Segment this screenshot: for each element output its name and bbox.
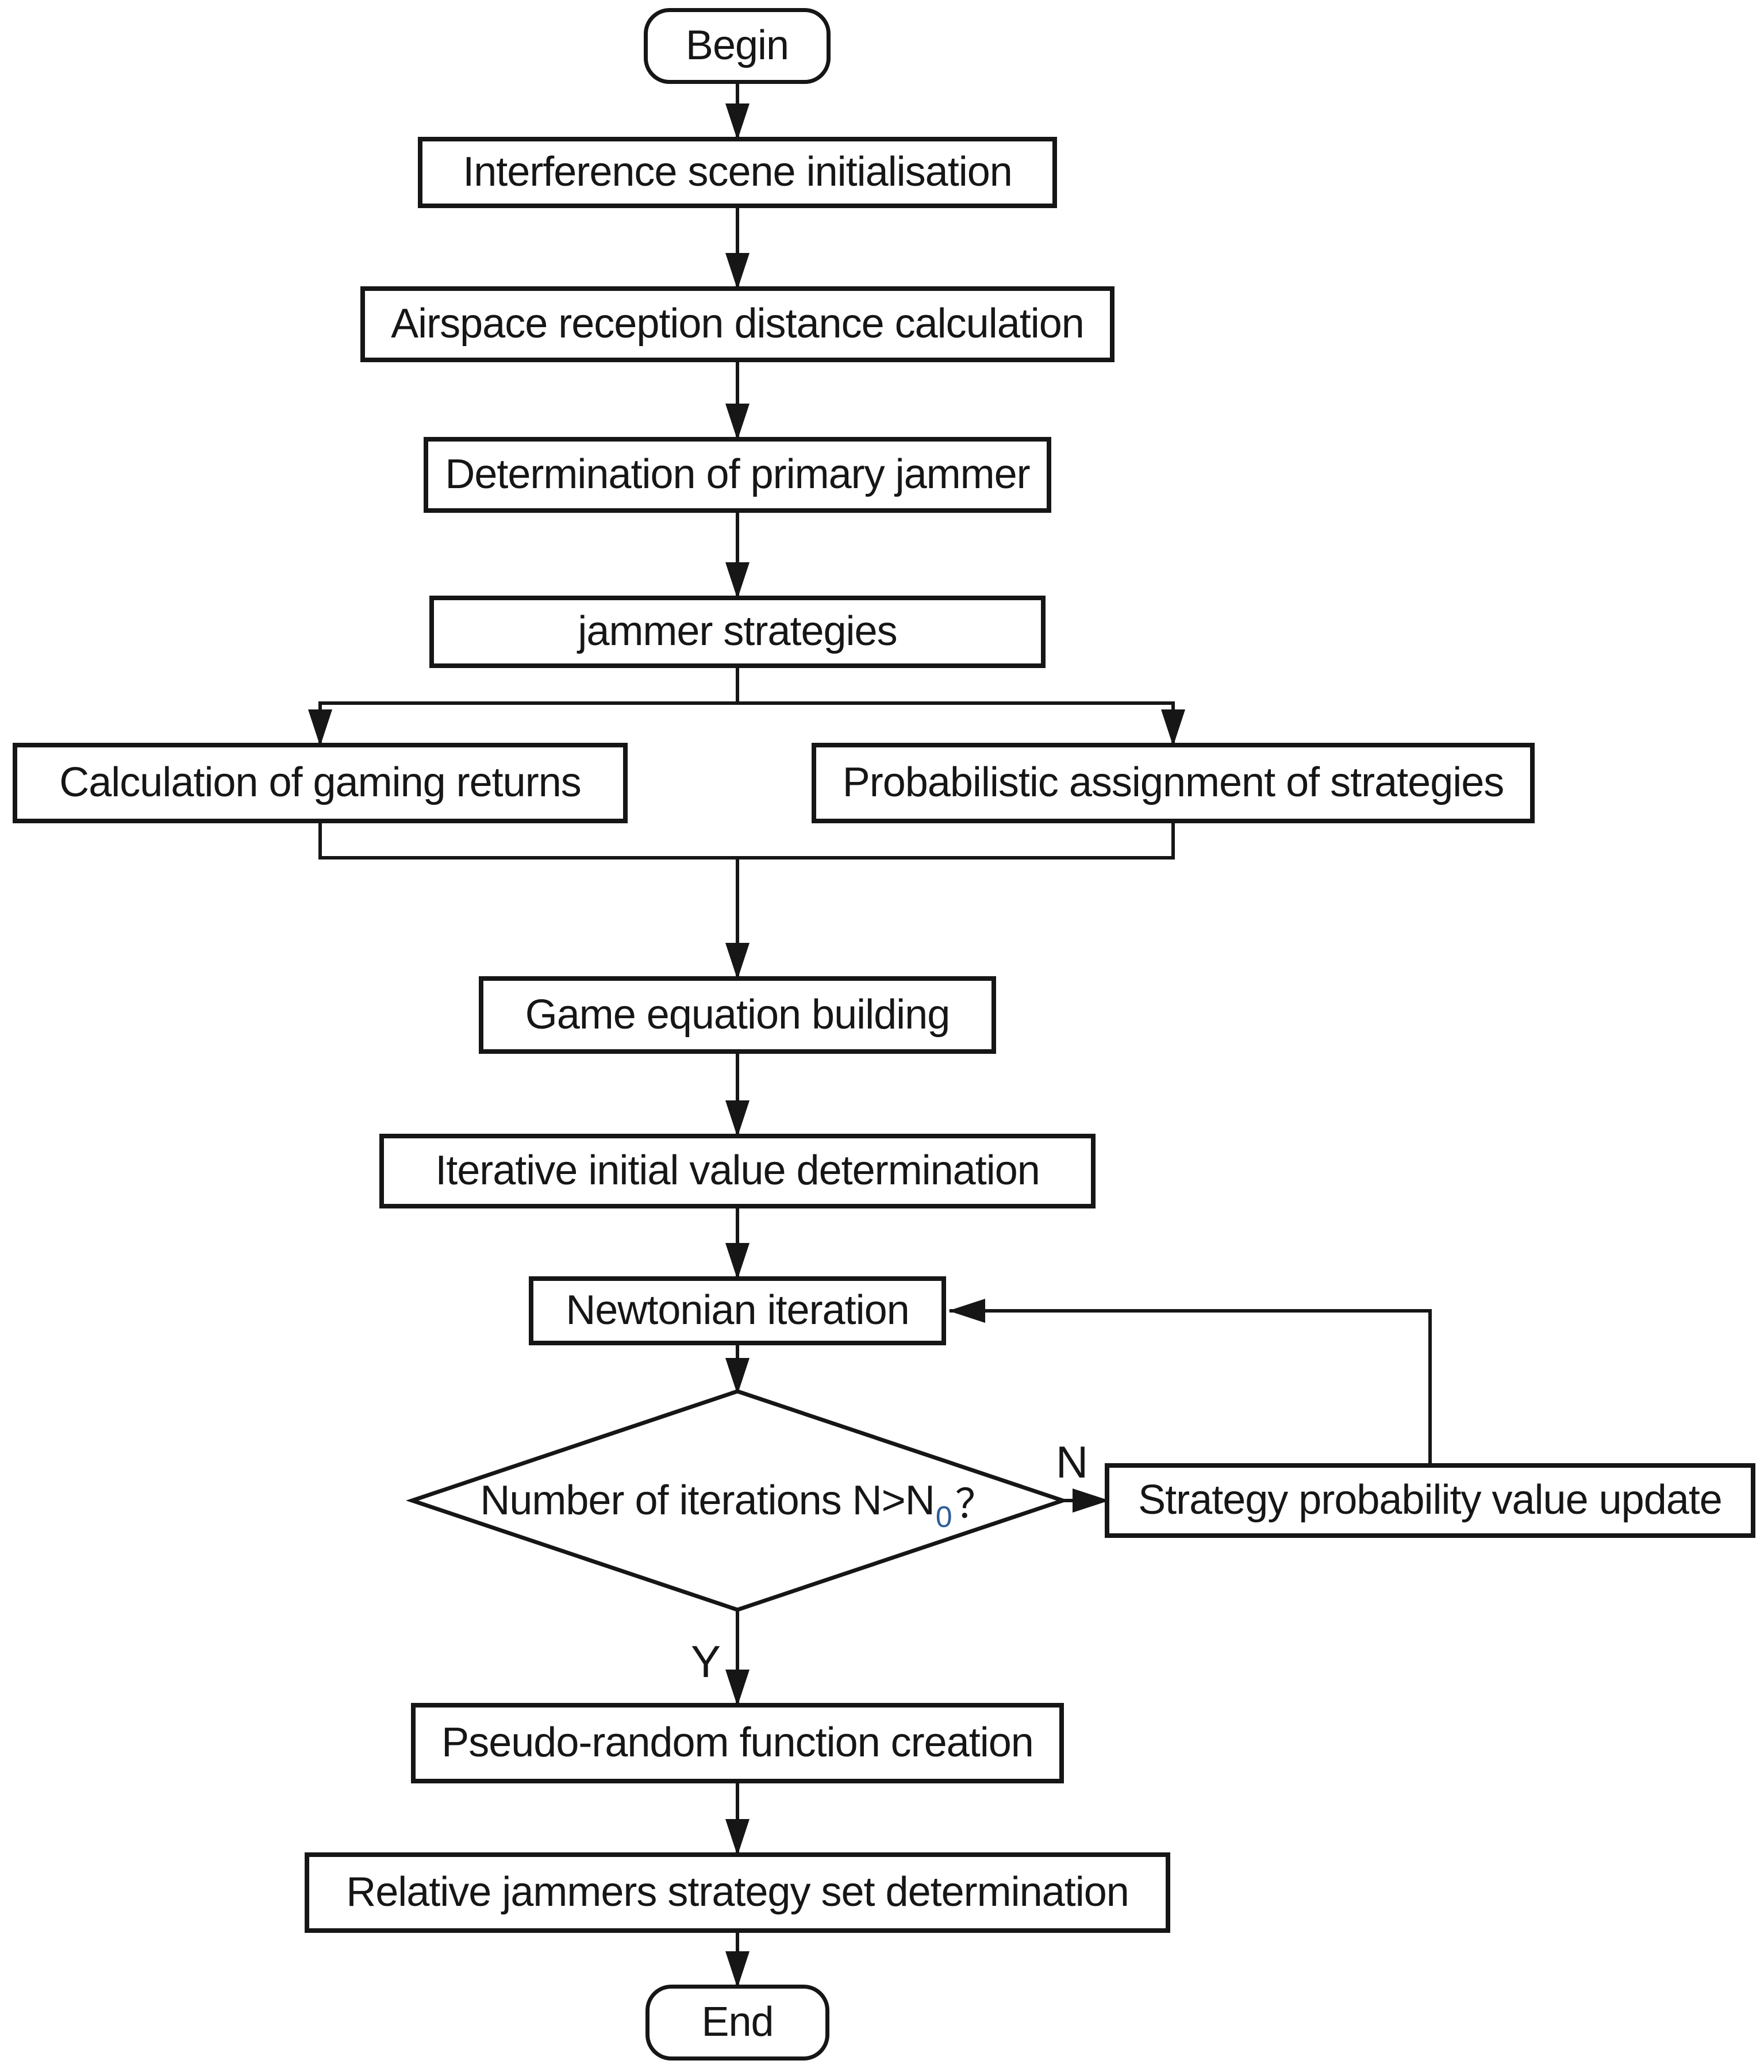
node-primary-jammer: Determination of primary jammer <box>424 437 1051 513</box>
node-relative-jammers: Relative jammers strategy set determinat… <box>305 1852 1170 1933</box>
node-prob-assignment: Probabilistic assignment of strategies <box>812 743 1535 823</box>
edge-label-yes: Y <box>690 1636 721 1687</box>
node-begin: Begin <box>644 8 831 84</box>
decision-label-question-mark: ？ <box>955 1481 996 1526</box>
node-jammer-strategies: jammer strategies <box>429 596 1046 668</box>
node-newtonian-iteration: Newtonian iteration <box>529 1276 946 1345</box>
decision-label-prefix: Number of iterations N>N <box>480 1478 935 1524</box>
decision-label-subscript-zero: 0 <box>935 1501 952 1534</box>
edge-label-no: N <box>1055 1436 1089 1487</box>
node-gaming-returns: Calculation of gaming returns <box>13 743 628 823</box>
node-iteration-decision-label: Number of iterations N>N 0 ？ <box>412 1463 1063 1538</box>
node-strategy-update: Strategy probability value update <box>1105 1463 1755 1538</box>
node-pseudo-random: Pseudo-random function creation <box>411 1703 1064 1783</box>
node-end: End <box>645 1985 829 2061</box>
node-game-equation: Game equation building <box>479 976 996 1054</box>
node-scene-init: Interference scene initialisation <box>418 137 1057 208</box>
node-iterative-initial: Iterative initial value determination <box>379 1134 1096 1208</box>
node-airspace-calc: Airspace reception distance calculation <box>360 286 1114 362</box>
